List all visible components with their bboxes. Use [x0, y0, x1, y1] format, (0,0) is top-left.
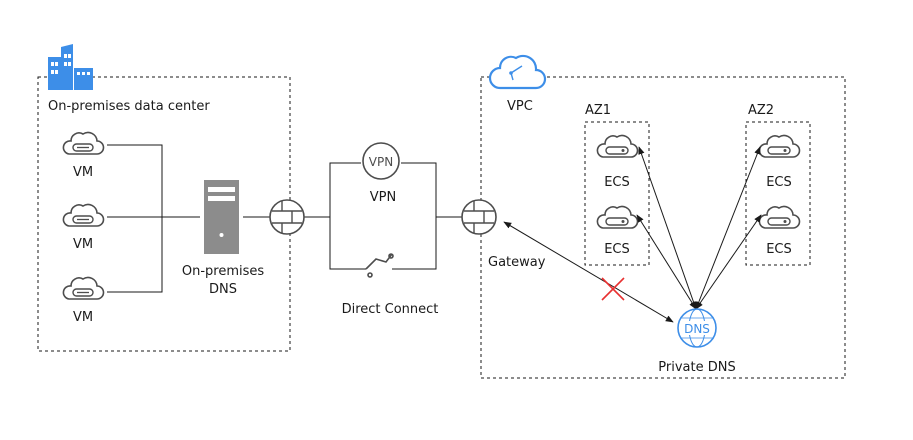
onprem-datacenter-box: [37, 76, 291, 352]
vpn-icon: VPN: [362, 142, 400, 180]
vpc-label: VPC: [507, 99, 533, 114]
arrow-gateway-to-dns: [503, 221, 674, 323]
az1-label: AZ1: [585, 103, 611, 118]
arrow-dns-to-ecs: [636, 214, 697, 310]
building-icon: [48, 44, 93, 90]
blocked-x-icon: [601, 277, 625, 301]
gateway-firewall-icon: [461, 199, 497, 235]
arrow-dns-to-ecs: [695, 214, 762, 310]
vm-icon: [63, 132, 103, 154]
ecs-label: ECS: [604, 175, 630, 190]
gateway-label: Gateway: [488, 255, 546, 270]
direct-connect-label: Direct Connect: [342, 302, 439, 317]
ecs-label: ECS: [766, 175, 792, 190]
connection-lines: [107, 144, 463, 293]
private-dns-label: Private DNS: [658, 360, 735, 375]
ecs-label: ECS: [604, 242, 630, 257]
ecs-label: ECS: [766, 242, 792, 257]
query-arrows: [503, 146, 762, 323]
onprem-datacenter-label: On-premises data center: [48, 99, 210, 114]
direct-connect-icon: [365, 253, 394, 278]
onprem-dns-label-line2: DNS: [209, 282, 237, 297]
server-icon: [204, 180, 239, 254]
vm-label: VM: [73, 237, 93, 252]
dns-icon: DNS: [677, 308, 717, 348]
ecs-icon: [597, 206, 637, 228]
vm-icon: [63, 277, 103, 299]
az2-label: AZ2: [748, 103, 774, 118]
cloud-icon: [488, 54, 547, 90]
arrow-dns-to-ecs: [638, 146, 697, 310]
firewall-icon: [269, 199, 305, 235]
vm-label: VM: [73, 310, 93, 325]
onprem-dns-label-line1: On-premises: [182, 264, 265, 279]
ecs-icon: [597, 135, 637, 157]
ecs-icon: [759, 135, 799, 157]
svg-text:VPN: VPN: [369, 155, 393, 169]
vm-icon: [63, 204, 103, 226]
vpc-box: [480, 76, 846, 379]
ecs-icon: [759, 206, 799, 228]
vpn-label: VPN: [370, 190, 396, 205]
arrow-dns-to-ecs: [695, 146, 761, 310]
az1-box: [584, 121, 650, 266]
vm-label: VM: [73, 165, 93, 180]
svg-text:DNS: DNS: [684, 322, 710, 336]
